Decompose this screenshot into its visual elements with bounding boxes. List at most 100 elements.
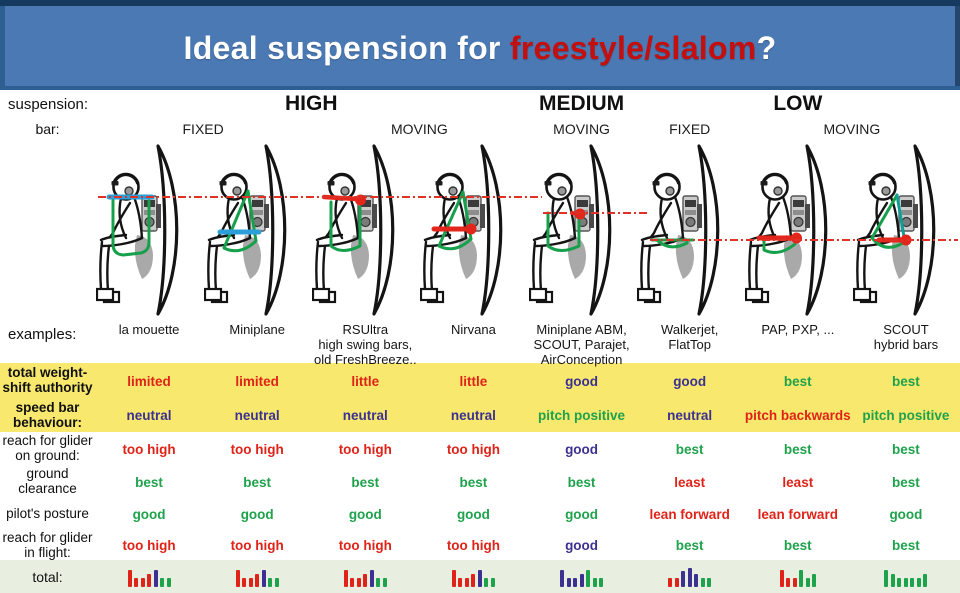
total-bars-chart	[419, 566, 527, 587]
row-label: reach for glider in flight:	[2, 530, 93, 560]
rating-value: too high	[338, 538, 392, 554]
total-bar	[707, 578, 712, 587]
total-bar	[560, 570, 565, 587]
total-bar	[242, 578, 247, 587]
rating-value: good	[456, 507, 490, 522]
total-bar	[369, 570, 374, 587]
total-bar	[592, 578, 597, 587]
rating-value: neutral	[450, 408, 496, 423]
total-bar	[382, 578, 387, 587]
bar-type-label: MOVING	[553, 121, 610, 137]
total-bar	[573, 578, 578, 587]
rating-value: limited	[127, 373, 171, 389]
total-bar	[127, 570, 132, 587]
title-suffix: ?	[756, 29, 777, 66]
example-name: Miniplane ABM, SCOUT, Parajet, AirConcep…	[533, 322, 630, 367]
rating-value: neutral	[234, 408, 280, 423]
total-bar	[923, 574, 928, 587]
bar-type-label: MOVING	[823, 121, 881, 137]
hang-point-line-high	[98, 196, 542, 198]
rating-value: little	[459, 373, 488, 389]
total-bar	[599, 578, 604, 587]
total-bar	[268, 578, 273, 587]
bar-type-label: MOVING	[390, 121, 448, 137]
total-bar	[376, 578, 381, 587]
harness-overlay	[217, 189, 262, 253]
rating-value: good	[240, 507, 274, 522]
total-bar	[255, 574, 260, 587]
rating-value: good	[565, 507, 599, 522]
suspension-row-label: suspension:	[8, 95, 89, 113]
rating-value: good	[565, 373, 599, 389]
harness-overlay	[431, 190, 477, 251]
total-bar	[910, 578, 915, 587]
page-title: Ideal suspension for freestyle/slalom?	[184, 30, 777, 67]
total-bar	[668, 578, 673, 587]
total-bar	[694, 574, 699, 587]
total-bar	[134, 578, 139, 587]
hang-point-line-low	[650, 239, 958, 241]
suspension-level-label: MEDIUM	[538, 92, 625, 115]
example-name: la mouette	[118, 322, 180, 337]
rating-value: best	[783, 538, 812, 554]
rating-value: too high	[122, 538, 176, 554]
rating-row-6: reach for glider in flight: too high too h…	[0, 530, 960, 560]
rating-value: good	[348, 507, 382, 522]
total-bar	[903, 578, 908, 587]
total-bar	[261, 570, 266, 587]
pilot-figure-low-moving-2	[852, 144, 936, 316]
total-bar	[916, 578, 921, 587]
rating-value: too high	[122, 441, 176, 457]
rating-value: too high	[230, 538, 284, 554]
example-name: Miniplane	[229, 322, 286, 337]
bar-header-row: bar: FIXED MOVING MOVING FIXED MOVING	[0, 118, 960, 140]
rating-value: neutral	[667, 408, 713, 423]
total-bar	[566, 578, 571, 587]
total-bar	[812, 574, 817, 587]
rating-value: pitch backwards	[744, 408, 851, 423]
bar-type-label: FIXED	[182, 121, 224, 137]
pilot-figure-high-fixed-2	[204, 144, 287, 316]
rating-value: good	[565, 538, 599, 554]
examples-row-label: examples:	[8, 326, 77, 343]
pilot-figure-high-moving-2	[420, 144, 503, 316]
total-bar	[248, 578, 253, 587]
total-bar	[451, 570, 456, 587]
rating-value: best	[783, 441, 812, 457]
total-bar	[166, 578, 171, 587]
rating-value: best	[243, 474, 272, 490]
total-bar	[681, 571, 686, 587]
rating-value: neutral	[126, 408, 172, 423]
total-bar	[586, 570, 591, 587]
total-bars-chart	[203, 566, 311, 587]
total-bar	[579, 574, 584, 587]
total-row-label: total:	[32, 568, 63, 585]
example-name: Walkerjet, FlatTop	[661, 322, 719, 352]
rating-value: best	[892, 474, 920, 490]
example-name: PAP, PXP, ...	[761, 322, 835, 337]
total-bar	[153, 570, 158, 587]
bar-type-label: FIXED	[669, 121, 711, 137]
total-bar	[805, 578, 810, 587]
rating-value: pitch positive	[862, 408, 950, 423]
total-bars-chart	[636, 566, 744, 587]
hang-point-line-medium	[543, 212, 649, 214]
example-name: Nirvana	[451, 322, 496, 337]
total-bar	[792, 578, 797, 587]
total-bar	[897, 578, 902, 587]
rating-value: lean forward	[757, 507, 838, 522]
suspension-level-label: HIGH	[285, 92, 338, 115]
total-bar	[160, 578, 165, 587]
bar-row-label: bar:	[35, 121, 60, 137]
total-bar	[464, 578, 469, 587]
rating-value: best	[459, 474, 488, 490]
rating-value: best	[567, 474, 596, 490]
rating-value: best	[135, 474, 163, 490]
total-bar	[484, 578, 489, 587]
title-bar: Ideal suspension for freestyle/slalom?	[0, 0, 960, 90]
total-bar	[700, 578, 705, 587]
